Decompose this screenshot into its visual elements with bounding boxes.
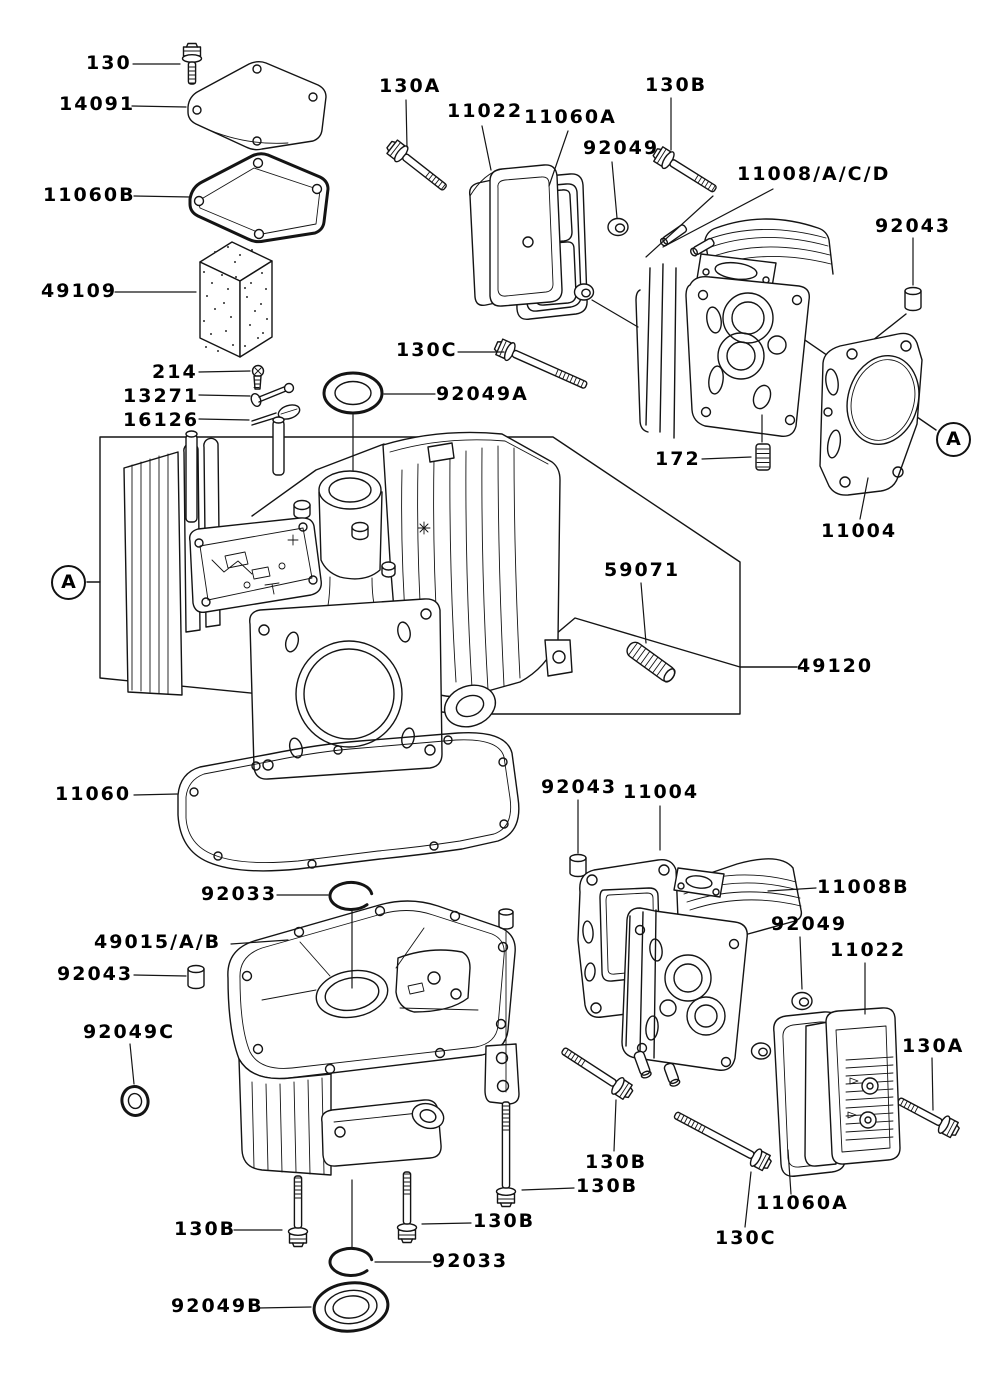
part-label-130B-top: 130B xyxy=(645,74,708,96)
element-49109-drawing xyxy=(199,241,273,358)
part-label-92049-top: 92049 xyxy=(583,137,660,159)
cylinder-crankcase-49120-drawing xyxy=(123,416,573,780)
screw-214-drawing xyxy=(251,364,265,390)
part-label-92043-top: 92043 xyxy=(875,215,952,237)
part-label-214: 214 xyxy=(152,361,198,383)
part-label-92033-top: 92033 xyxy=(201,883,278,905)
stud-172-drawing xyxy=(755,443,771,471)
oil-seal-92049B-drawing xyxy=(312,1281,390,1333)
bolt-130B-top-drawing xyxy=(649,143,717,193)
part-label-130A-bottom: 130A xyxy=(902,1035,965,1057)
valve-cover-11022-bottom-drawing xyxy=(804,1007,901,1167)
dowel-pin-92043-left-drawing xyxy=(187,964,205,990)
gasket-11060-drawing xyxy=(177,731,520,872)
head-gasket-11004-top-drawing xyxy=(819,332,923,496)
part-label-130B-right-1: 130B xyxy=(585,1151,648,1173)
part-label-11004-bottom: 11004 xyxy=(623,781,700,803)
cylinder-head-11008B-drawing xyxy=(621,858,803,1087)
valve-cover-11022-top-drawing xyxy=(468,164,563,307)
part-label-49109: 49109 xyxy=(41,280,118,302)
part-label-92049C: 92049C xyxy=(83,1021,176,1043)
view-marker-a-right: A xyxy=(936,422,971,457)
crankcase-cover-49015-drawing xyxy=(227,900,520,1176)
leader-lines xyxy=(114,63,934,1309)
part-label-11008: 11008/A/C/D xyxy=(737,163,891,185)
part-label-11008B: 11008B xyxy=(817,876,910,898)
tappet-16126-drawing xyxy=(251,404,301,426)
view-marker-a-left: A xyxy=(51,565,86,600)
part-label-16126: 16126 xyxy=(123,409,200,431)
part-label-13271: 13271 xyxy=(123,385,200,407)
part-label-49015: 49015/A/B xyxy=(94,931,222,953)
bolt-130A-bottom-drawing xyxy=(897,1097,963,1141)
bolt-130A-top-drawing xyxy=(382,136,447,191)
part-label-130C-bottom: 130C xyxy=(715,1227,777,1249)
o-ring-92033-bottom-drawing xyxy=(328,1246,374,1277)
cover-14091-drawing xyxy=(187,61,327,151)
part-label-92049B: 92049B xyxy=(171,1295,264,1317)
bolt-130B-bottom-mid-drawing xyxy=(396,1171,418,1244)
plug-92049-top-drawing xyxy=(573,217,629,301)
part-label-130B-bottom-left: 130B xyxy=(174,1218,237,1240)
plug-92049-bottom-drawing xyxy=(750,991,813,1060)
bolt-130C-bottom-drawing xyxy=(673,1111,775,1174)
bolt-130-drawing xyxy=(181,42,203,85)
bolt-130C-top-drawing xyxy=(491,336,588,389)
part-label-59071: 59071 xyxy=(604,559,681,581)
part-label-92043-mid: 92043 xyxy=(541,776,618,798)
stud-59071-drawing xyxy=(626,641,676,683)
part-label-11060: 11060 xyxy=(55,783,132,805)
part-label-49120: 49120 xyxy=(797,655,874,677)
bolt-130B-bottom-right-drawing xyxy=(495,1101,517,1208)
bolt-130B-diagonal-drawing xyxy=(561,1047,637,1103)
part-label-92049-bottom: 92049 xyxy=(771,913,848,935)
part-label-11060A-top: 11060A xyxy=(524,106,617,128)
part-label-130B-bottom-mid: 130B xyxy=(473,1210,536,1232)
part-label-11060A-bottom: 11060A xyxy=(756,1192,849,1214)
o-ring-92033-top-drawing xyxy=(328,880,374,911)
part-label-11004-top: 11004 xyxy=(821,520,898,542)
part-label-11022-top: 11022 xyxy=(447,100,524,122)
part-label-92049A: 92049A xyxy=(436,383,529,405)
part-label-130: 130 xyxy=(86,52,132,74)
part-label-11060B: 11060B xyxy=(43,184,136,206)
seal-92049C-drawing xyxy=(120,1085,150,1117)
part-label-130A-top: 130A xyxy=(379,75,442,97)
part-label-14091: 14091 xyxy=(59,93,136,115)
dowel-pin-92043-mid-drawing xyxy=(569,853,587,878)
dowel-pin-92043-top-drawing xyxy=(904,286,922,312)
ring-92049A-drawing xyxy=(322,371,384,415)
part-label-11022-bottom: 11022 xyxy=(830,939,907,961)
part-label-92043-left: 92043 xyxy=(57,963,134,985)
part-label-92033-bottom: 92033 xyxy=(432,1250,509,1272)
part-label-172: 172 xyxy=(655,448,701,470)
part-label-130C-top: 130C xyxy=(396,339,458,361)
bolt-130B-bottom-left-drawing xyxy=(287,1175,309,1248)
part-label-130B-right-2: 130B xyxy=(576,1175,639,1197)
cylinder-head-11008-drawing xyxy=(635,218,834,439)
gasket-11060B-drawing xyxy=(188,152,330,244)
pin-13271-drawing xyxy=(250,382,295,407)
